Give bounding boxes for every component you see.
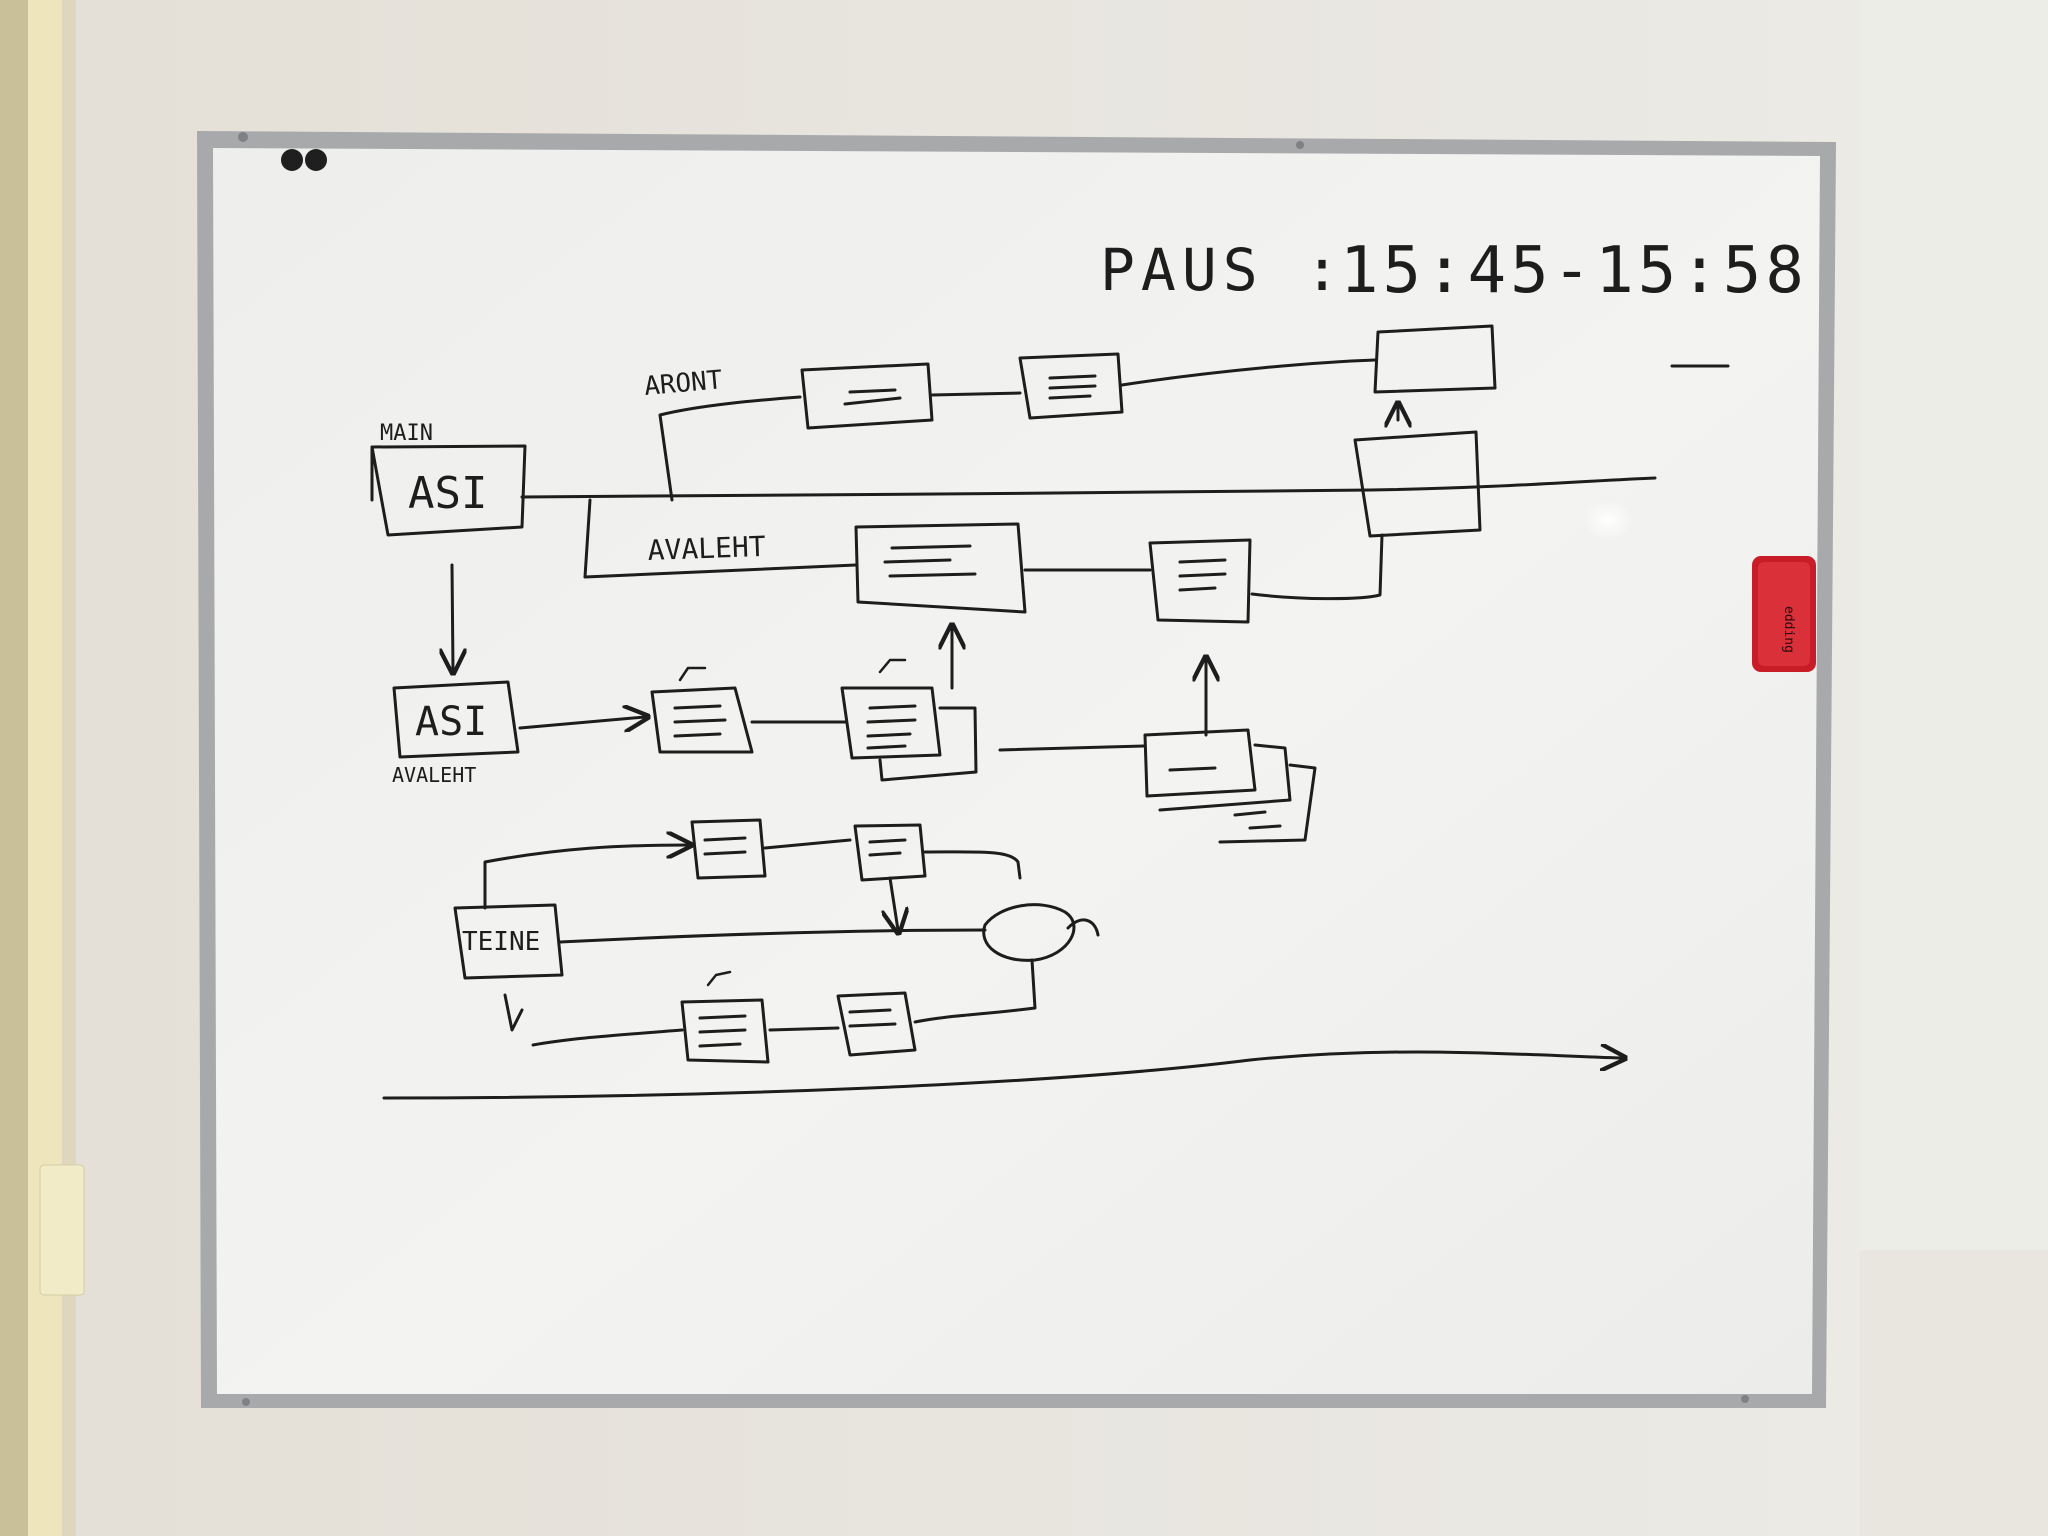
door-trim-shadow: [62, 0, 76, 1536]
stack-box-front: [1143, 728, 1257, 798]
main-asi-box: [370, 444, 527, 537]
top-right-box: [1373, 324, 1497, 394]
frame-screw: [242, 1398, 250, 1406]
door-hinge: [39, 1164, 85, 1296]
right-middle-box: [1353, 430, 1482, 538]
teine-step-box-2: [853, 823, 927, 882]
label-asi-main: ASI: [408, 468, 487, 519]
check-icon: [878, 658, 907, 674]
magnet-icon[interactable]: [281, 149, 327, 171]
board-surface: [213, 148, 1820, 1394]
down-arrow: [452, 563, 453, 670]
timeline-arrow: [382, 1052, 1622, 1100]
label-avaleht-bottom: AVALEHT: [392, 763, 476, 787]
asi-step-box-1: [650, 686, 754, 754]
teine-lower-box-2: [836, 991, 917, 1057]
light-glare: [1582, 500, 1634, 540]
aront-box-1: [800, 362, 934, 430]
label-main: MAIN: [380, 421, 433, 446]
avaleht-box-1: [854, 522, 1027, 614]
eraser-brand-label: edding: [1781, 606, 1796, 653]
check-icon: [678, 666, 707, 682]
label-asi-branch: ASI: [415, 699, 487, 745]
frame-screw: [238, 132, 248, 142]
board-drawing: [370, 324, 1730, 1100]
break-time: 15:45-15:58: [1340, 234, 1808, 308]
avaleht-box-2: [1148, 538, 1252, 624]
merge-node: [982, 903, 1076, 962]
eraser-icon[interactable]: edding: [1752, 556, 1816, 672]
teine-lower-box-1: [680, 998, 770, 1064]
teine-box: [453, 903, 564, 980]
aront-branch-line: [658, 395, 802, 502]
main-line: [520, 476, 1657, 499]
asi-step-box-2: [840, 686, 942, 760]
label-aront: ARONT: [643, 365, 724, 402]
frame-screw: [1296, 141, 1304, 149]
door-trim: [28, 0, 62, 1536]
break-label: PAUS :: [1100, 236, 1346, 304]
asi-avaleht-box: [392, 680, 520, 759]
teine-step-box-1: [690, 818, 767, 880]
label-teine: TEINE: [462, 927, 540, 957]
avaleht-branch-line: [583, 498, 858, 579]
frame-screw: [1741, 1395, 1749, 1403]
label-avaleht-top: AVALEHT: [647, 530, 766, 567]
aront-box-2: [1018, 352, 1124, 420]
wall-right-lower: [1860, 1250, 2048, 1536]
wall-right-panel: [1860, 0, 2048, 1250]
door-frame: [0, 0, 28, 1536]
check-icon: [706, 970, 732, 987]
